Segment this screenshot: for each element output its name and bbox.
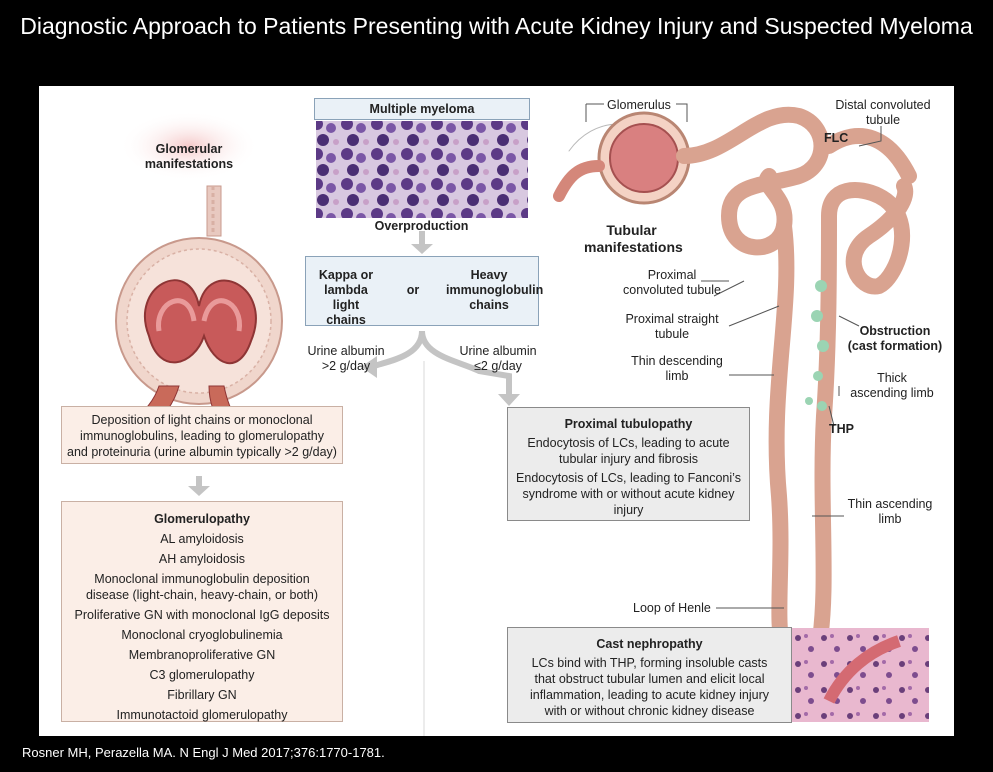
citation: Rosner MH, Perazella MA. N Engl J Med 20… xyxy=(22,745,385,760)
cast-shape xyxy=(823,635,902,704)
list-item: AL amyloidosis xyxy=(160,532,244,546)
arrow-heads xyxy=(188,244,520,496)
glomerulus-label: Glomerulus xyxy=(607,98,671,112)
page-title: Diagnostic Approach to Patients Presenti… xyxy=(20,13,973,39)
glomerulopathy-box: Glomerulopathy AL amyloidosis AH amyloid… xyxy=(61,501,343,722)
urine-albumin-high-label: Urine albumin >2 g/day xyxy=(307,344,385,373)
chains-box: Kappa or lambda light chains or Heavy im… xyxy=(305,256,544,327)
proximal-convoluted-label: Proximal convoluted tubule xyxy=(623,268,721,297)
list-item: Proliferative GN with monoclonal IgG dep… xyxy=(74,608,330,622)
list-item: Fibrillary GN xyxy=(167,688,237,702)
nephron-illustration xyxy=(553,106,917,670)
urine-albumin-low-label: Urine albumin ≤2 g/day xyxy=(459,344,537,373)
proximal-straight-label: Proximal straight tubule xyxy=(625,312,719,341)
heavy-chains-label: Heavy immunoglobulin chains xyxy=(446,268,544,312)
loop-of-henle-label: Loop of Henle xyxy=(633,601,711,615)
list-item: disease (light-chain, heavy-chain, or bo… xyxy=(85,588,319,602)
proximal-tubulopathy-box: Proximal tubulopathy Endocytosis of LCs,… xyxy=(507,407,750,521)
glomerulopathy-heading: Glomerulopathy xyxy=(154,512,250,526)
distal-tubule-label: Distal convoluted tubule xyxy=(835,98,931,127)
illustration-layer xyxy=(88,103,929,736)
deposition-box: Deposition of light chains or monoclonal… xyxy=(61,406,343,464)
list-item: Monoclonal cryoglobulinemia xyxy=(121,628,283,642)
list-item: Monoclonal immunoglobulin deposition xyxy=(94,572,310,586)
myeloma-title: Multiple myeloma xyxy=(314,98,530,120)
cast-heading: Cast nephropathy xyxy=(596,637,703,651)
leader-lines xyxy=(585,103,882,609)
kappa-lambda-label: Kappa or lambda light chains xyxy=(318,268,374,327)
glomerulus-illustration xyxy=(88,111,283,462)
list-item: C3 glomerulopathy xyxy=(149,668,255,682)
overproduction-label: Overproduction xyxy=(374,219,469,233)
diagram-panel: Glomerular manifestations Multiple myelo… xyxy=(39,86,954,736)
list-item: Membranoproliferative GN xyxy=(128,648,276,662)
list-item: Immunotactoid glomerulopathy xyxy=(116,708,288,722)
thin-ascending-label: Thin ascending limb xyxy=(847,497,933,526)
list-item: AH amyloidosis xyxy=(158,552,246,566)
obstruction-label: Obstruction (cast formation) xyxy=(847,324,943,353)
cast-nephropathy-box: Cast nephropathy LCs bind with THP, form… xyxy=(507,627,792,723)
or-label: or xyxy=(406,283,420,297)
flc-label: FLC xyxy=(824,131,849,145)
thin-descending-label: Thin descending limb xyxy=(631,354,723,383)
glomerular-label: Glomerular manifestations xyxy=(144,142,234,171)
proximal-heading: Proximal tubulopathy xyxy=(564,417,693,431)
thick-ascending-label: Thick ascending limb xyxy=(850,371,934,400)
tubular-label: Tubular manifestations xyxy=(584,222,683,255)
myeloma-micrograph xyxy=(316,121,528,218)
thp-label: THP xyxy=(829,422,854,436)
cast-histology-image xyxy=(792,628,929,722)
